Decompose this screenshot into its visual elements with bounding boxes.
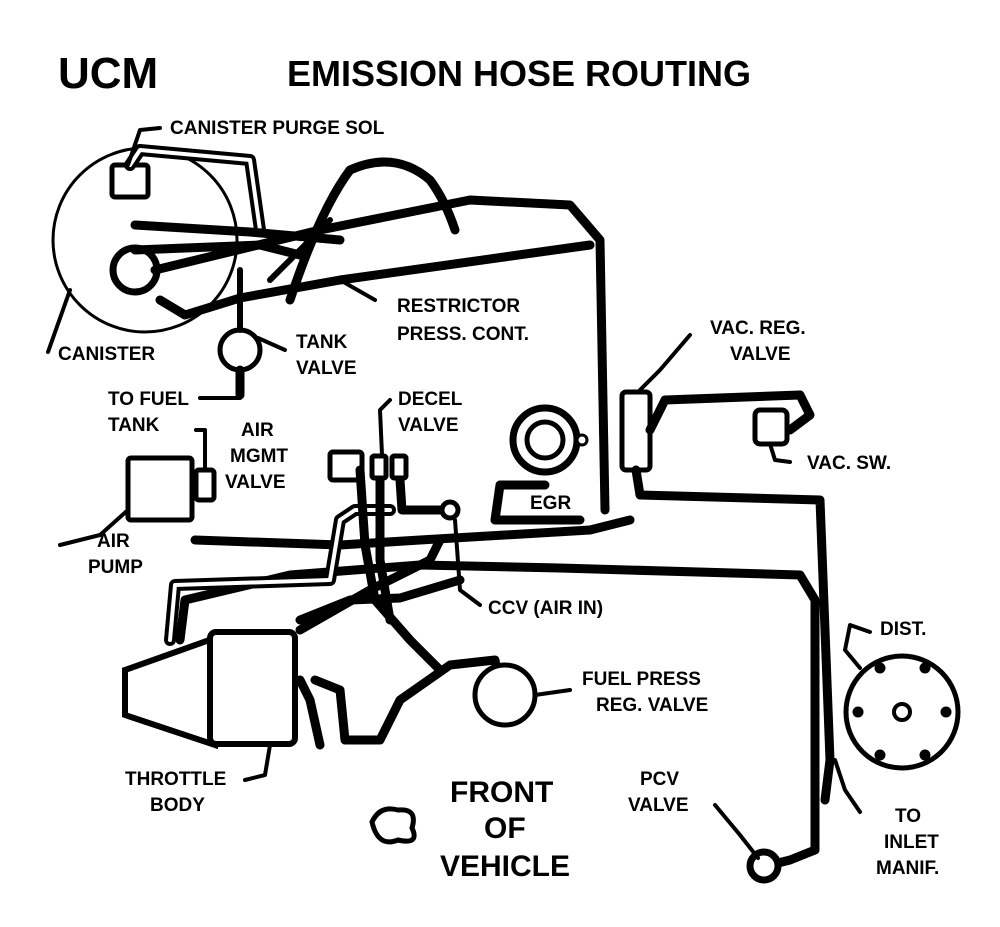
- leader-air-pump: [58, 508, 130, 547]
- throttle-hose-top: [295, 575, 465, 625]
- inlet-manifold-hose: [631, 465, 835, 805]
- label-to-fuel-tank-2: TANK: [108, 415, 160, 436]
- leader-to-inlet: [833, 758, 862, 814]
- header-title: EMISSION HOSE ROUTING: [287, 53, 751, 94]
- label-vac-sw: VAC. SW.: [807, 453, 891, 474]
- fuel-pressure-regulator: [472, 662, 538, 728]
- decel-valve-right: [389, 453, 409, 481]
- leader-restrictor: [338, 278, 377, 302]
- label-tank-valve-1: TANK: [296, 332, 348, 353]
- label-vac-reg-valve-2: VALVE: [730, 344, 791, 365]
- canister-cross-hose: [267, 217, 333, 283]
- decel-hose-3: [395, 475, 455, 515]
- label-fuel-press-2: REG. VALVE: [596, 695, 708, 716]
- label-pcv-valve-2: VALVE: [628, 795, 689, 816]
- air-pump-hose: [190, 515, 635, 550]
- front-marker-blob: [369, 806, 417, 845]
- label-dist: DIST.: [880, 619, 926, 640]
- leader-throttle-body: [243, 743, 272, 782]
- label-front-3: VEHICLE: [440, 850, 570, 883]
- leader-vac-sw: [768, 442, 792, 464]
- distributor: [843, 653, 961, 771]
- label-air-mgmt-valve-2: MGMT: [230, 446, 288, 467]
- leader-air-mgmt: [194, 428, 207, 472]
- vac-reg-hose: [645, 390, 815, 435]
- label-pcv-valve-1: PCV: [640, 769, 679, 790]
- leader-ccv: [453, 518, 482, 607]
- label-vac-reg-valve-1: VAC. REG.: [710, 318, 806, 339]
- label-decel-valve-2: VALVE: [398, 415, 459, 436]
- label-air-mgmt-valve-3: VALVE: [225, 472, 286, 493]
- vac-switch: [752, 407, 790, 447]
- label-to-inlet-3: MANIF.: [876, 858, 939, 879]
- label-fuel-press-1: FUEL PRESS: [582, 669, 701, 690]
- top-loop-hose: [285, 157, 460, 305]
- decel-valve-mid: [369, 453, 389, 481]
- egr-hose: [490, 480, 585, 525]
- leader-tank-valve: [256, 336, 287, 352]
- leader-canister-purge: [126, 126, 162, 167]
- label-canister-purge-sol: CANISTER PURGE SOL: [170, 118, 385, 139]
- label-canister: CANISTER: [58, 344, 155, 365]
- header-code: UCM: [58, 49, 158, 98]
- air-pump: [125, 455, 195, 523]
- air-mgmt-valve: [193, 467, 217, 503]
- egr-valve: [509, 404, 589, 476]
- leader-decel: [378, 398, 392, 457]
- throttle-hose-low: [295, 675, 325, 750]
- label-to-inlet-1: TO: [895, 806, 921, 827]
- label-restrictor-2: PRESS. CONT.: [397, 324, 529, 345]
- purge-hose-inner: [128, 148, 262, 232]
- leader-dist: [843, 623, 872, 670]
- ccv-port: [439, 499, 461, 521]
- fuel-press-hose: [310, 655, 505, 745]
- throttle-body: [122, 629, 298, 750]
- label-air-pump-2: PUMP: [88, 557, 143, 578]
- label-throttle-body-1: THROTTLE: [125, 769, 226, 790]
- leader-canister: [46, 288, 72, 354]
- label-front-2: OF: [484, 812, 526, 845]
- egr-vacuum-hose-main: [150, 195, 610, 515]
- label-air-pump-1: AIR: [97, 531, 130, 552]
- label-restrictor-1: RESTRICTOR: [397, 296, 520, 317]
- label-to-fuel-tank-1: TO FUEL: [108, 389, 189, 410]
- label-decel-valve-1: DECEL: [398, 389, 463, 410]
- label-air-mgmt-valve-1: AIR: [241, 420, 274, 441]
- leader-vac-reg: [638, 333, 692, 392]
- label-egr: EGR: [530, 493, 571, 514]
- label-to-inlet-2: INLET: [884, 832, 939, 853]
- label-throttle-body-2: BODY: [150, 795, 205, 816]
- label-tank-valve-2: VALVE: [296, 358, 357, 379]
- leader-pcv: [713, 803, 760, 860]
- tank-valve: [217, 327, 263, 373]
- label-ccv: CCV (AIR IN): [488, 598, 603, 619]
- leader-fuel-press: [533, 688, 572, 697]
- label-front-1: FRONT: [450, 776, 553, 809]
